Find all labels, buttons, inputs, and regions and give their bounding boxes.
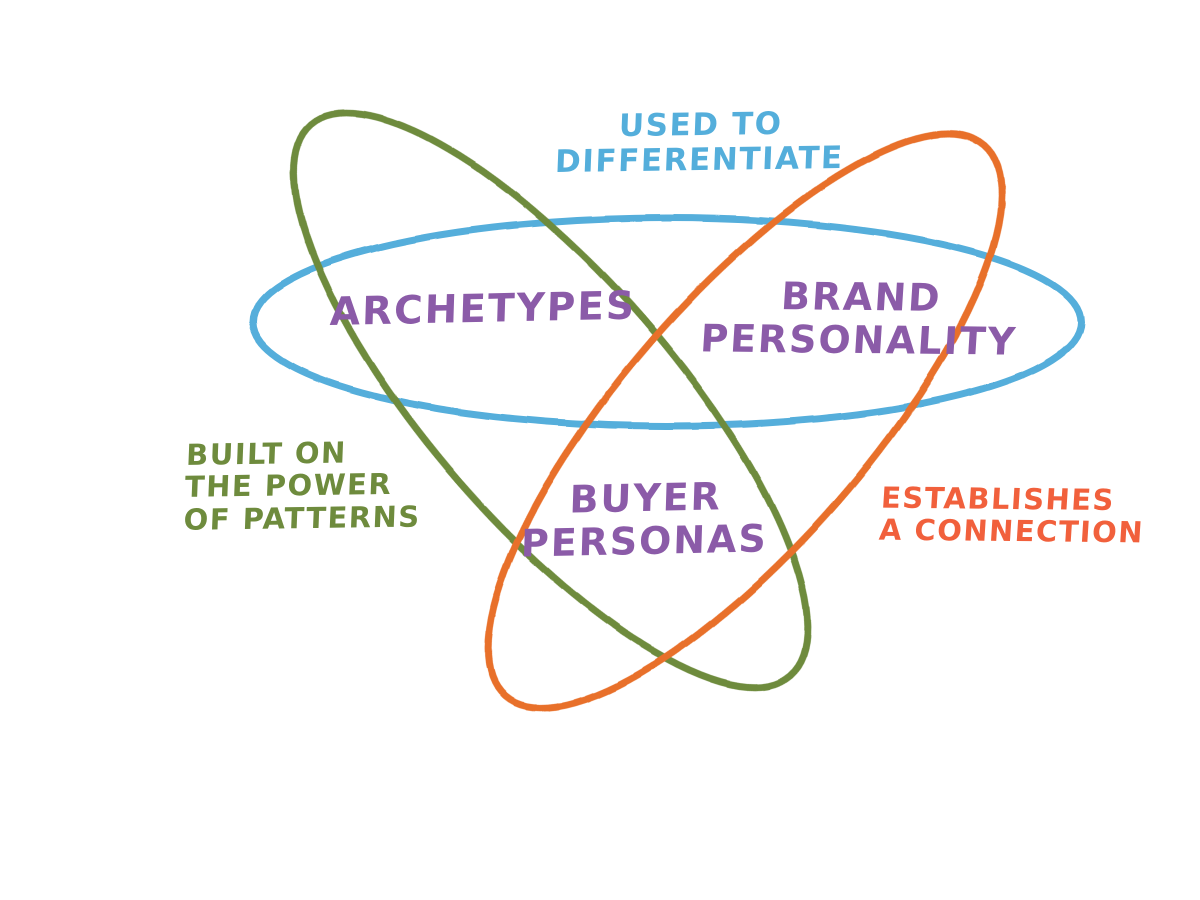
annotation-used-to-differentiate: USED TO DIFFERENTIATE xyxy=(554,105,845,180)
ellipse-used-to-differentiate xyxy=(249,214,1085,430)
ellipse-built-on-power-of-patterns xyxy=(290,109,812,691)
annotation-built-on-power-of-patterns: BUILT ON THE POWER OF PATTERNS xyxy=(183,435,422,537)
region-label-buyer-personas: BUYER PERSONAS xyxy=(520,474,769,566)
region-label-brand-personality: BRAND PERSONALITY xyxy=(699,274,1019,364)
ellipse-establishes-a-connection xyxy=(484,130,1006,712)
region-label-archetypes: ARCHETYPES xyxy=(329,283,637,336)
annotation-establishes-a-connection: ESTABLISHES A CONNECTION xyxy=(878,480,1145,550)
